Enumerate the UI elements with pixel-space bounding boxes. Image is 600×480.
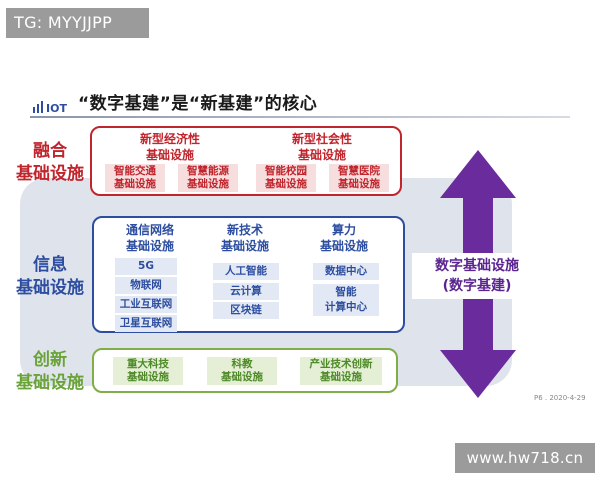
chip-intelligent-computing-center: 智能 计算中心: [313, 284, 379, 316]
chip-line2: 基础设施: [221, 371, 263, 383]
watermark-bottom: www.hw718.cn: [455, 443, 595, 473]
chip-line1: 科教: [231, 358, 253, 370]
chip-satellite-internet: 卫星互联网: [115, 315, 177, 332]
chip-line2: 基础设施: [338, 178, 380, 190]
chip-line1: 智能交通: [114, 165, 156, 177]
chip-line1: 重大科技: [127, 358, 169, 370]
chip-line1: 智能校园: [265, 165, 307, 177]
new-tech-heading: 新技术 基础设施: [205, 222, 285, 254]
comm-network-heading: 通信网络 基础设施: [110, 222, 190, 254]
heading-line1: 通信网络: [125, 223, 174, 237]
heading-line2: 基础设施: [220, 239, 269, 253]
fusion-infrastructure-label: 融合 基础设施: [10, 140, 90, 186]
chip-science-education: 科教 基础设施: [207, 357, 277, 385]
heading-line1: 新技术: [226, 223, 263, 237]
chip-blockchain: 区块链: [213, 302, 279, 319]
chip-line2: 基础设施: [187, 178, 229, 190]
chip-line1: 智慧能源: [187, 165, 229, 177]
fusion-label-line2: 基础设施: [16, 164, 84, 184]
watermark-top: TG: MYYJJPP: [6, 8, 149, 38]
chip-smart-campus: 智能校园 基础设施: [256, 164, 316, 192]
page-title: “数字基建”是“新基建”的核心: [78, 94, 318, 114]
heading-line2: 基础设施: [125, 239, 174, 253]
heading-line1: 算力: [331, 223, 356, 237]
chip-5g: 5G: [115, 258, 177, 275]
slide-footnote: P6 . 2020-4-29: [534, 394, 586, 402]
arrow-label-line1: 数字基础设施: [435, 258, 519, 274]
svg-text:IOT: IOT: [46, 102, 67, 115]
digital-infrastructure-label: 数字基础设施 (数字基建): [412, 253, 542, 299]
chip-line2: 基础设施: [114, 178, 156, 190]
chip-line2: 基础设施: [127, 371, 169, 383]
economic-infra-heading: 新型经济性 基础设施: [120, 131, 220, 163]
innovation-label-line1: 创新: [33, 350, 67, 370]
chip-ai: 人工智能: [213, 263, 279, 280]
info-label-line2: 基础设施: [16, 278, 84, 298]
innovation-infrastructure-label: 创新 基础设施: [10, 349, 90, 395]
information-infrastructure-label: 信息 基础设施: [10, 254, 90, 300]
chip-smart-energy: 智慧能源 基础设施: [178, 164, 238, 192]
chip-line2: 基础设施: [320, 371, 362, 383]
fusion-label-line1: 融合: [33, 141, 67, 161]
chip-major-tech: 重大科技 基础设施: [113, 357, 183, 385]
heading-line2: 基础设施: [145, 148, 194, 162]
heading-line2: 基础设施: [297, 148, 346, 162]
chip-cloud-computing: 云计算: [213, 283, 279, 300]
chip-smart-traffic: 智能交通 基础设施: [105, 164, 165, 192]
chip-line1: 产业技术创新: [309, 358, 373, 370]
chip-line2: 基础设施: [265, 178, 307, 190]
computing-heading: 算力 基础设施: [304, 222, 384, 254]
chip-data-center: 数据中心: [313, 263, 379, 280]
chip-industrial-internet: 工业互联网: [115, 296, 177, 313]
chip-line1: 智慧医院: [338, 165, 380, 177]
social-infra-heading: 新型社会性 基础设施: [272, 131, 372, 163]
iiot-logo-icon: IOT: [33, 101, 67, 115]
info-label-line1: 信息: [33, 255, 67, 275]
heading-line2: 基础设施: [319, 239, 368, 253]
chip-iot: 物联网: [115, 277, 177, 294]
arrow-label-line2: (数字基建): [442, 278, 512, 294]
title-divider: [30, 116, 570, 118]
innovation-label-line2: 基础设施: [16, 373, 84, 393]
heading-line1: 新型经济性: [139, 132, 200, 146]
heading-line1: 新型社会性: [291, 132, 352, 146]
chip-industrial-innovation: 产业技术创新 基础设施: [300, 357, 382, 385]
chip-smart-hospital: 智慧医院 基础设施: [329, 164, 389, 192]
